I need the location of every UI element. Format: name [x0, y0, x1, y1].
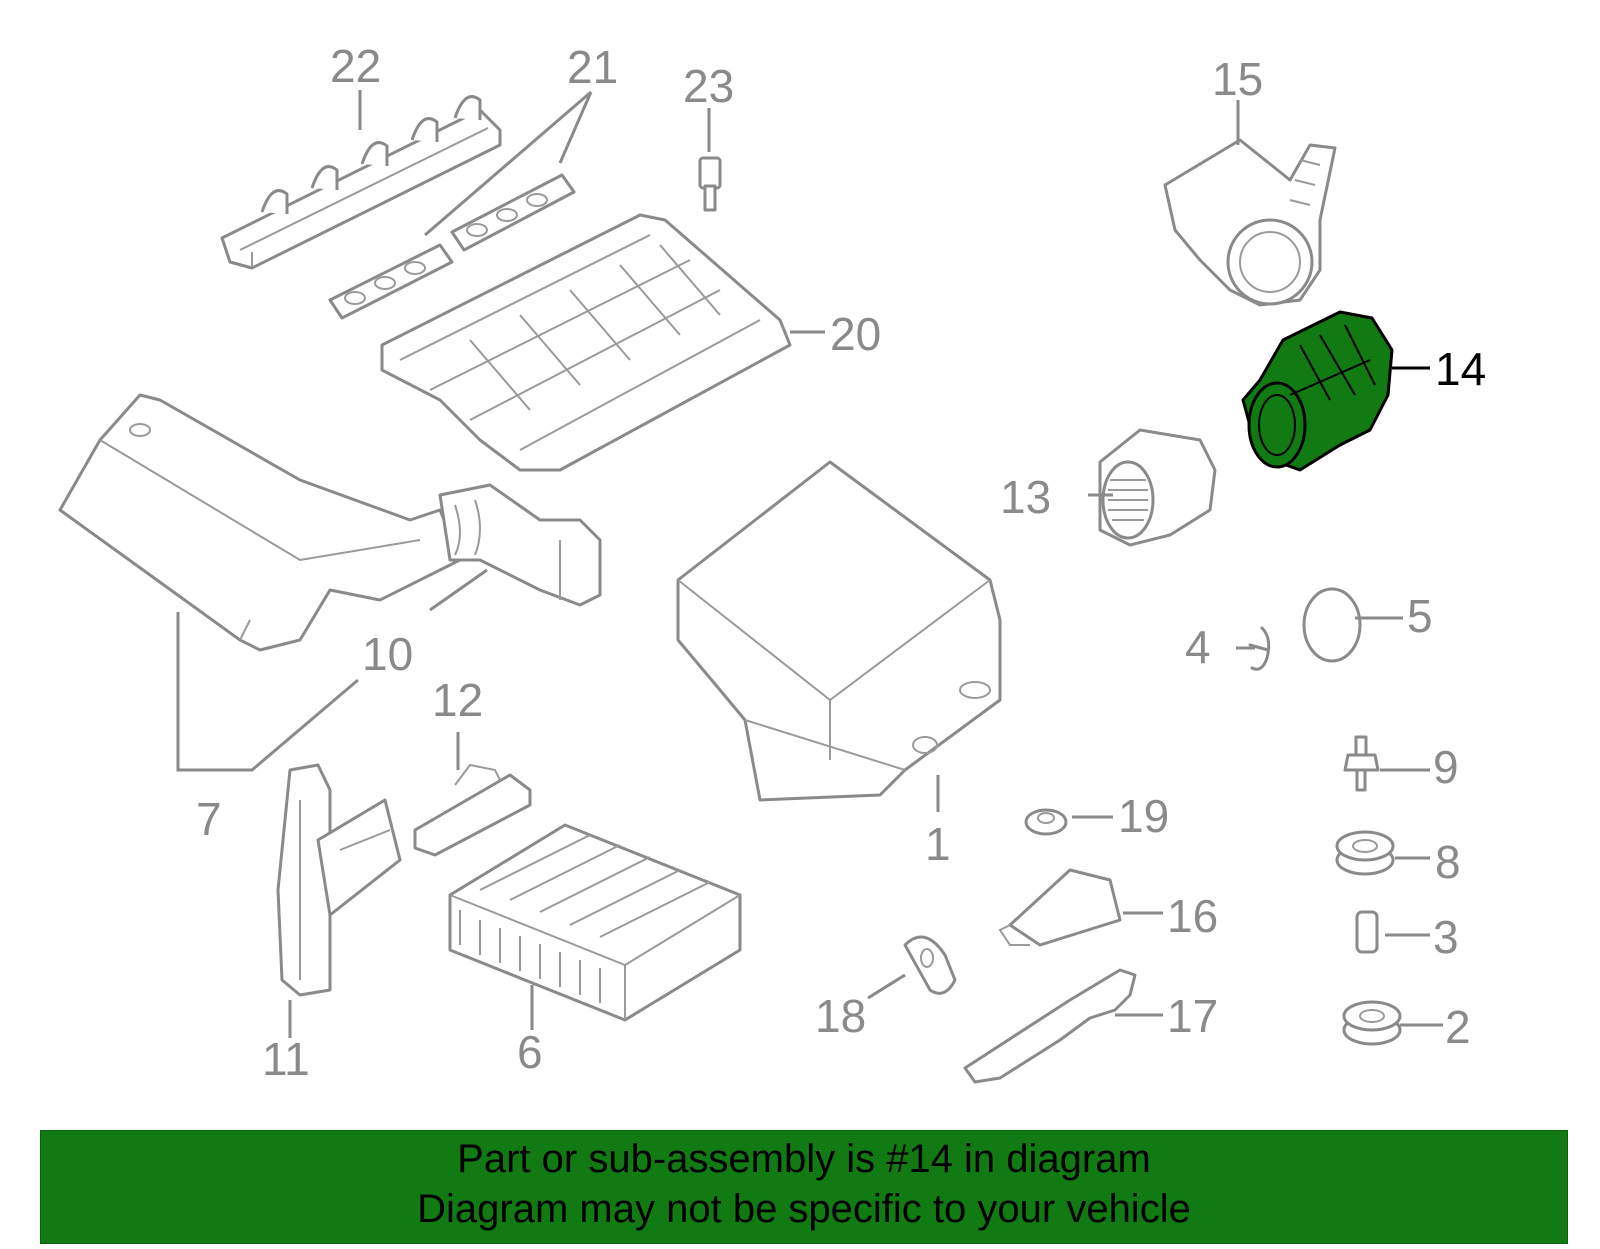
callout-6: 6	[517, 1026, 543, 1078]
callout-14: 14	[1435, 343, 1486, 395]
part-9-bolt[interactable]	[1343, 735, 1380, 792]
part-14-highlighted-boot[interactable]	[1241, 310, 1394, 472]
callout-1: 1	[925, 818, 951, 870]
part-7-air-duct[interactable]	[58, 393, 462, 652]
part-19-grommet[interactable]	[1024, 808, 1068, 836]
part-16-valve[interactable]	[998, 868, 1122, 947]
callout-21: 21	[567, 41, 618, 93]
callout-22: 22	[330, 40, 381, 92]
part-15-intake-hose[interactable]	[1163, 138, 1337, 307]
callout-16: 16	[1167, 890, 1218, 942]
callout-18: 18	[815, 990, 866, 1042]
part-10-intake-boot[interactable]	[438, 483, 602, 607]
part-11-bracket[interactable]	[276, 763, 402, 997]
info-banner: Part or sub-assembly is #14 in diagram D…	[40, 1130, 1568, 1244]
callout-19: 19	[1118, 790, 1169, 842]
part-17-bracket[interactable]	[963, 968, 1137, 1084]
part-1-air-box[interactable]	[676, 460, 1002, 802]
callout-8: 8	[1435, 836, 1461, 888]
part-23-sensor[interactable]	[698, 156, 722, 212]
callout-4: 4	[1185, 621, 1211, 673]
callout-12: 12	[432, 674, 483, 726]
callout-13: 13	[1000, 471, 1051, 523]
part-8-grommet[interactable]	[1335, 830, 1395, 876]
part-18-grommet[interactable]	[903, 935, 957, 995]
part-5-o-ring[interactable]	[1302, 587, 1362, 663]
callout-2: 2	[1445, 1001, 1471, 1053]
part-12-pad[interactable]	[413, 763, 532, 857]
banner-line-2: Diagram may not be specific to your vehi…	[417, 1187, 1191, 1231]
callout-23: 23	[683, 60, 734, 112]
callout-17: 17	[1167, 990, 1218, 1042]
parts-diagram: 22 21 23 15 20 14 13 5 4 10 12 9 7 19 1 …	[58, 40, 1486, 1085]
callout-15: 15	[1212, 53, 1263, 105]
part-4-clip[interactable]	[1248, 626, 1271, 671]
banner-line-1: Part or sub-assembly is #14 in diagram	[457, 1137, 1151, 1181]
part-2-grommet[interactable]	[1342, 1000, 1402, 1046]
callout-10: 10	[362, 628, 413, 680]
callout-9: 9	[1433, 741, 1459, 793]
callout-5: 5	[1407, 590, 1433, 642]
part-21-gaskets[interactable]	[328, 173, 576, 320]
part-22-coil-rail[interactable]	[220, 95, 502, 270]
callout-7: 7	[196, 793, 222, 845]
callout-20: 20	[830, 308, 881, 360]
part-6-air-filter[interactable]	[448, 823, 742, 1022]
part-13-maf-sensor[interactable]	[1098, 428, 1217, 547]
part-20-intake-manifold[interactable]	[380, 213, 792, 472]
callout-numbers: 22 21 23 15 20 14 13 5 4 10 12 9 7 19 1 …	[196, 40, 1486, 1085]
part-3-sleeve[interactable]	[1355, 910, 1379, 954]
leader-lines	[176, 90, 1443, 1038]
callout-3: 3	[1433, 911, 1459, 963]
callout-11: 11	[262, 1033, 310, 1085]
